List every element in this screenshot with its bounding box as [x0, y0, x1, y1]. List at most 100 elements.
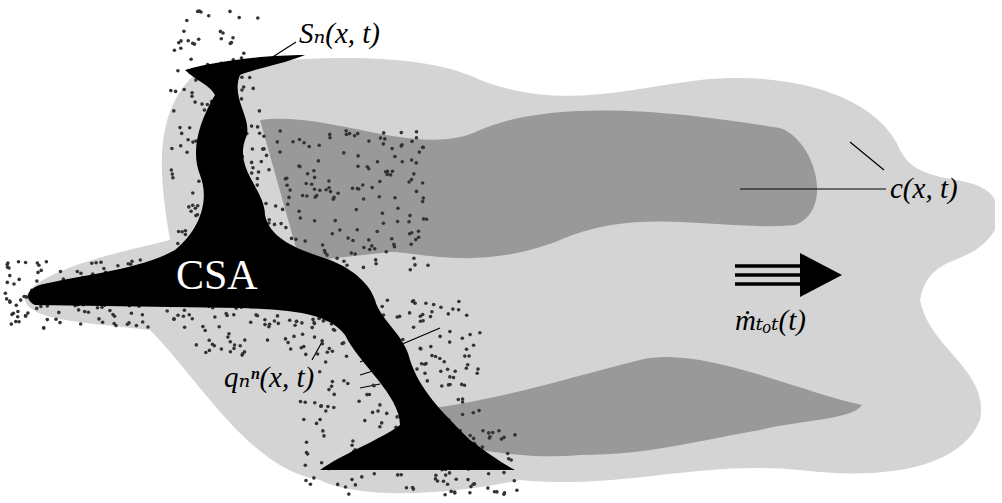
- particle: [468, 491, 472, 495]
- particle: [468, 434, 472, 438]
- particle: [249, 321, 253, 325]
- particle: [317, 159, 321, 163]
- particle: [393, 196, 397, 200]
- particle: [444, 473, 448, 477]
- particle: [176, 314, 180, 318]
- particle: [12, 312, 16, 316]
- particle: [190, 94, 194, 98]
- particle: [347, 492, 351, 496]
- particle: [54, 317, 58, 321]
- particle: [429, 315, 433, 319]
- particle: [300, 321, 304, 325]
- particle: [386, 299, 390, 303]
- particle: [328, 347, 332, 351]
- particle: [130, 260, 134, 264]
- particle: [42, 326, 46, 330]
- particle: [264, 202, 268, 206]
- particle: [170, 147, 174, 151]
- particle: [248, 76, 252, 80]
- particle: [273, 319, 277, 323]
- particle: [335, 257, 339, 261]
- particle: [285, 177, 289, 181]
- particle: [135, 324, 139, 328]
- particle: [304, 463, 308, 467]
- particle: [305, 440, 309, 444]
- particle: [231, 36, 235, 40]
- particle: [233, 343, 237, 347]
- particle: [471, 483, 475, 487]
- particle: [301, 194, 305, 198]
- particle: [312, 321, 316, 325]
- particle: [461, 336, 465, 340]
- particle: [374, 258, 378, 262]
- particle: [432, 303, 436, 307]
- particle: [57, 311, 61, 315]
- particle: [17, 320, 21, 324]
- particle: [14, 303, 18, 307]
- particle: [395, 415, 399, 419]
- particle: [321, 243, 325, 247]
- particle: [240, 353, 244, 357]
- particle: [326, 405, 330, 409]
- particle: [476, 367, 480, 371]
- particle: [322, 434, 326, 438]
- particle: [315, 194, 319, 198]
- particle: [430, 354, 434, 358]
- particle: [17, 260, 21, 264]
- particle: [446, 368, 450, 372]
- particle: [206, 103, 210, 107]
- particle: [307, 145, 311, 149]
- particle: [321, 429, 325, 433]
- particle: [45, 260, 49, 264]
- particle: [356, 132, 360, 136]
- particle: [318, 370, 322, 374]
- particle: [487, 431, 491, 435]
- particle: [87, 310, 91, 314]
- particle: [301, 332, 305, 336]
- particle: [430, 310, 434, 314]
- particle: [491, 431, 495, 435]
- particle: [185, 19, 189, 23]
- particle: [251, 147, 255, 151]
- particle: [302, 141, 306, 145]
- dark-plume-upper: [260, 110, 817, 262]
- particle: [409, 268, 413, 272]
- particle: [449, 490, 453, 494]
- particle: [304, 353, 308, 357]
- particle: [193, 100, 197, 104]
- particle: [94, 261, 98, 265]
- particle: [446, 482, 450, 486]
- particle: [195, 343, 199, 347]
- particle: [229, 350, 233, 354]
- particle: [434, 355, 438, 359]
- particle: [172, 317, 176, 321]
- particle: [363, 419, 367, 423]
- particle: [318, 189, 322, 193]
- particle: [288, 319, 292, 323]
- particle: [187, 205, 191, 209]
- particle: [350, 478, 354, 482]
- particle: [448, 375, 452, 379]
- particle: [198, 9, 202, 13]
- particle: [391, 170, 395, 174]
- particle: [186, 39, 190, 43]
- particle: [353, 134, 357, 138]
- particle: [408, 214, 412, 218]
- particle: [268, 323, 272, 327]
- particle: [193, 42, 197, 46]
- particle: [185, 150, 189, 154]
- particle: [297, 209, 301, 213]
- particle: [434, 477, 438, 481]
- particle: [273, 223, 277, 227]
- particle: [58, 321, 62, 325]
- particle: [256, 16, 260, 20]
- particle: [237, 16, 241, 20]
- particle: [83, 310, 87, 314]
- particle: [180, 230, 184, 234]
- particle: [367, 238, 371, 242]
- particle: [240, 76, 244, 80]
- particle: [331, 350, 335, 354]
- particle: [278, 129, 282, 133]
- particle: [453, 490, 457, 494]
